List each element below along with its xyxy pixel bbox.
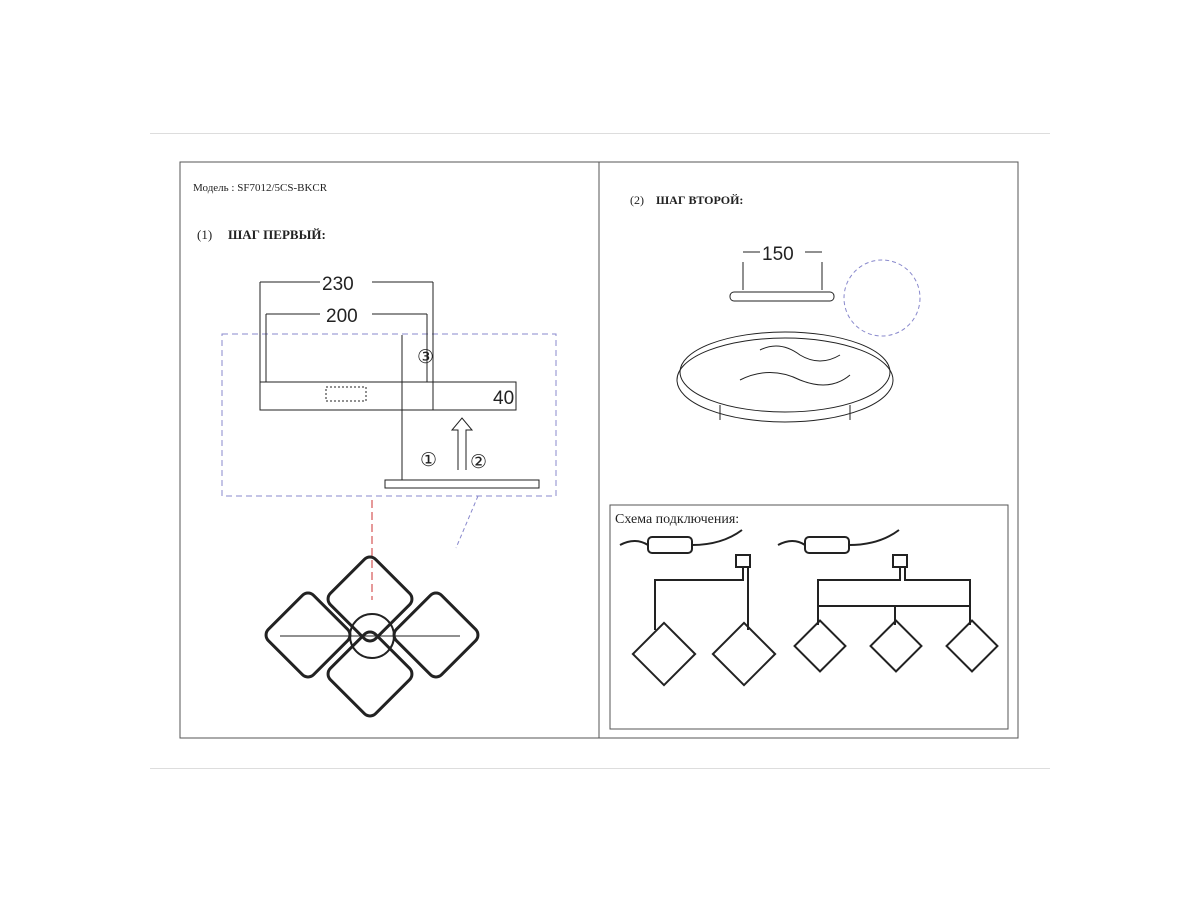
dim-200: 200 bbox=[326, 306, 358, 327]
canopy-drawing bbox=[676, 251, 921, 423]
dim-230: 230 bbox=[322, 274, 354, 295]
step2-number: (2) bbox=[630, 193, 644, 207]
mounting-bracket-drawing bbox=[221, 281, 557, 600]
step1-title: ШАГ ПЕРВЫЙ: bbox=[228, 227, 326, 242]
callout-3: ③ bbox=[417, 347, 434, 368]
wiring-title: Схема подключения: bbox=[615, 512, 739, 527]
callout-1: ① bbox=[420, 450, 437, 471]
instruction-sheet bbox=[150, 133, 1050, 769]
dim-40: 40 bbox=[493, 388, 514, 409]
step2-title: ШАГ ВТОРОЙ: bbox=[656, 193, 743, 207]
callout-2: ② bbox=[470, 452, 487, 473]
lamp-top-view bbox=[264, 555, 480, 718]
panel-step1 bbox=[179, 161, 600, 739]
model-label: Модель : SF7012/5CS-BKCR bbox=[193, 182, 328, 194]
wiring-scheme-2-lamps bbox=[619, 529, 777, 687]
dim-150: 150 bbox=[762, 244, 794, 265]
panel-step2 bbox=[598, 161, 1019, 739]
wiring-scheme-3-lamps bbox=[777, 529, 999, 673]
panel-wiring bbox=[609, 504, 1009, 730]
step1-number: (1) bbox=[197, 227, 212, 242]
